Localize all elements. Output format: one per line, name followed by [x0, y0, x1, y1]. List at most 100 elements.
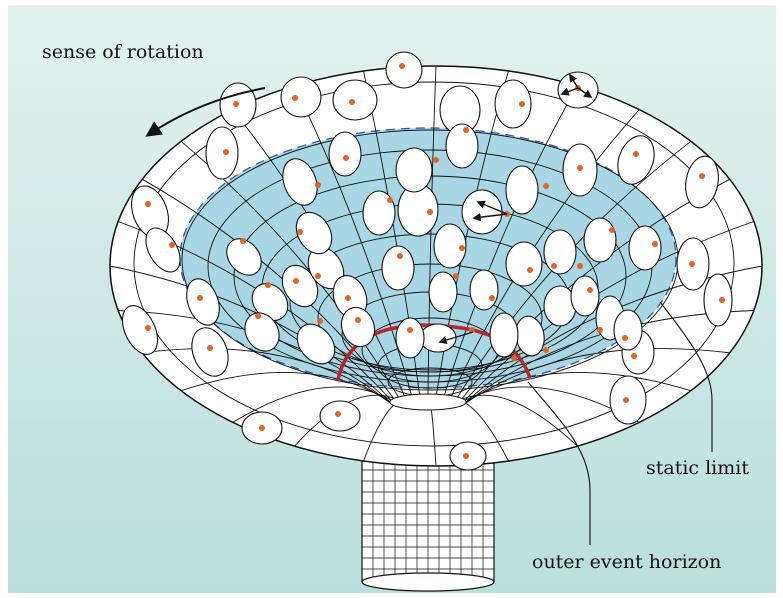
world-line-dot [343, 155, 349, 161]
world-line-dot [489, 295, 495, 301]
light-cone-ellipse [340, 306, 376, 348]
light-cone-ellipse [489, 312, 519, 358]
cone-arrow [438, 331, 474, 345]
light-cone-ellipse [205, 126, 239, 180]
world-line-dot [519, 101, 525, 107]
light-cone-ellipse [282, 158, 318, 206]
light-cone-ellipse [570, 275, 600, 317]
light-cone [617, 135, 655, 185]
light-cone [280, 76, 322, 118]
event-horizon-leader-line [527, 381, 591, 545]
light-cone [613, 309, 643, 351]
light-cone [340, 306, 376, 348]
world-line-dot [453, 273, 459, 279]
light-cone [186, 278, 220, 326]
light-cone [489, 312, 519, 361]
world-line-dot [459, 245, 465, 251]
light-cone-ellipse [186, 278, 220, 326]
world-line-dot [527, 267, 533, 273]
light-cone-ellipse [362, 190, 396, 236]
event-horizon-label: outer event horizon [532, 551, 721, 573]
cone-arrow [472, 213, 508, 222]
world-line-dot [145, 201, 151, 207]
world-line-dot [335, 411, 341, 417]
funnel-throat [389, 393, 467, 411]
light-cone [395, 147, 439, 193]
cone-arrow [476, 200, 508, 215]
light-cone [219, 82, 257, 128]
light-cone-ellipse [505, 165, 539, 215]
light-cone-ellipse [505, 241, 543, 287]
light-cone-ellipse [433, 223, 467, 269]
world-line-dot [387, 197, 393, 203]
light-cone [251, 282, 289, 322]
light-cone-ellipse [395, 317, 425, 359]
light-cone [205, 126, 239, 180]
light-cone-ellipse [295, 211, 333, 255]
light-cone [145, 227, 181, 273]
light-cone-ellipse [617, 135, 655, 185]
world-line-dot [543, 347, 549, 353]
light-cone-ellipse [703, 273, 733, 327]
world-line-dot [652, 241, 658, 247]
light-cones [121, 51, 733, 471]
light-cone [295, 211, 333, 255]
world-line-dot [427, 209, 433, 215]
funnel-spoke [232, 386, 405, 423]
light-cone-ellipse [685, 155, 719, 209]
world-line-dot [265, 282, 271, 288]
light-cone-ellipse [381, 245, 415, 291]
world-line-dot [587, 287, 593, 293]
light-cone-ellipse [445, 123, 479, 169]
light-cone-ellipse [543, 229, 577, 275]
world-line-dot [511, 355, 517, 361]
world-line-dot [240, 238, 246, 244]
light-cone [583, 217, 617, 263]
world-line-dot [577, 165, 583, 171]
world-line-dot [233, 101, 239, 107]
light-cone [433, 223, 467, 269]
light-cone-ellipse [332, 79, 378, 121]
world-line-dot [609, 227, 615, 233]
light-cone [419, 323, 475, 353]
world-line-dot [623, 397, 629, 403]
world-line-dot [633, 151, 639, 157]
funnel-spoke [461, 348, 730, 406]
world-line-dot [397, 253, 403, 259]
light-cone-ellipse [613, 309, 643, 351]
light-cone [543, 229, 577, 275]
world-line-dot [223, 149, 229, 155]
light-cone [328, 131, 362, 177]
world-line-dot [169, 242, 175, 248]
light-cone-ellipse [461, 189, 503, 235]
light-cone-ellipse [145, 227, 181, 273]
world-line-dot [315, 273, 321, 279]
rotation-label: sense of rotation [42, 41, 204, 63]
world-line-dot [433, 157, 439, 163]
world-line-dot [197, 295, 203, 301]
light-cone [676, 237, 710, 291]
world-line-dot [292, 95, 298, 101]
world-line-dot [345, 295, 351, 301]
light-cone-ellipse [419, 323, 457, 353]
light-cone-ellipse [395, 147, 433, 193]
light-cone-ellipse [385, 51, 423, 89]
light-cone-ellipse [226, 238, 262, 276]
light-cone [319, 400, 361, 432]
world-line-dot [259, 425, 265, 431]
world-line-dot [349, 99, 355, 105]
light-cone-ellipse [328, 131, 362, 177]
cone-arrow [560, 87, 579, 96]
light-cone [685, 155, 719, 209]
static-limit-label: static limit [646, 457, 749, 479]
world-line-dot [699, 173, 705, 179]
light-cone [469, 269, 499, 311]
world-line-dot [551, 263, 557, 269]
light-cone [461, 189, 510, 235]
light-cone [281, 264, 319, 308]
world-line-dot [463, 127, 469, 133]
world-line-dot [719, 297, 725, 303]
funnel-spoke [142, 178, 395, 399]
light-cone [428, 271, 459, 313]
rotation-arrow [145, 87, 266, 137]
